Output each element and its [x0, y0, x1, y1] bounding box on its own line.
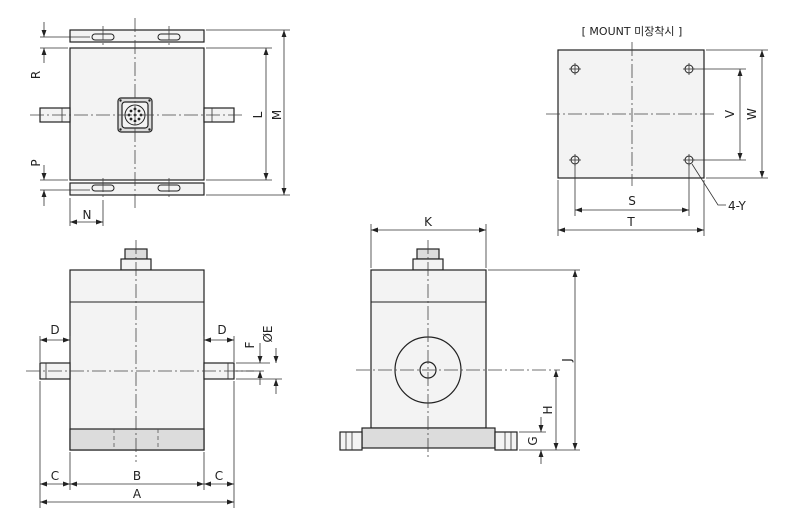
- mount-hole-bl: [569, 154, 581, 166]
- dim-label-a: A: [133, 487, 142, 501]
- dim-label-k: K: [424, 215, 433, 229]
- dim-label-r: R: [29, 71, 43, 79]
- top-base-plate: [69, 29, 205, 43]
- dim-label-l: L: [251, 111, 265, 118]
- top-view: R P N L M: [29, 18, 290, 226]
- front-body: [69, 269, 205, 451]
- dim-label-n: N: [83, 208, 92, 222]
- mount-hole-br: [683, 154, 695, 166]
- mount-title: [ MOUNT 미장착시 ]: [582, 25, 683, 38]
- dim-label-b: B: [133, 469, 141, 483]
- front-base: [69, 428, 205, 451]
- dim-label-v: V: [723, 109, 737, 118]
- dim-label-t: T: [626, 215, 635, 229]
- dim-label-f: F: [243, 341, 257, 348]
- dim-label-w: W: [745, 108, 759, 120]
- side-base: [361, 427, 496, 449]
- dim-label-p: P: [29, 159, 43, 166]
- dim-label-y: 4-Y: [728, 199, 747, 213]
- mount-hole-tl: [569, 63, 581, 75]
- dim-label-d-left: D: [50, 323, 59, 337]
- front-view: D D F ØE C B C A: [26, 240, 282, 508]
- dim-label-m: M: [270, 110, 284, 120]
- dim-label-c-left: C: [51, 469, 59, 483]
- dim-label-d-right: D: [217, 323, 226, 337]
- dim-label-j: J: [560, 358, 574, 363]
- side-foot-left: [339, 431, 363, 451]
- mount-view: [ MOUNT 미장착시 ] V W S T 4-Y: [546, 25, 768, 236]
- dim-label-e: ØE: [261, 325, 275, 342]
- bottom-base-plate: [69, 182, 205, 196]
- dim-label-c-right: C: [215, 469, 223, 483]
- side-view: K G H J: [339, 215, 580, 464]
- side-foot-right: [494, 431, 518, 451]
- dim-label-s: S: [628, 194, 636, 208]
- mount-hole-tr: [683, 63, 695, 75]
- dim-label-h: H: [541, 405, 555, 414]
- dim-label-g: G: [526, 436, 540, 445]
